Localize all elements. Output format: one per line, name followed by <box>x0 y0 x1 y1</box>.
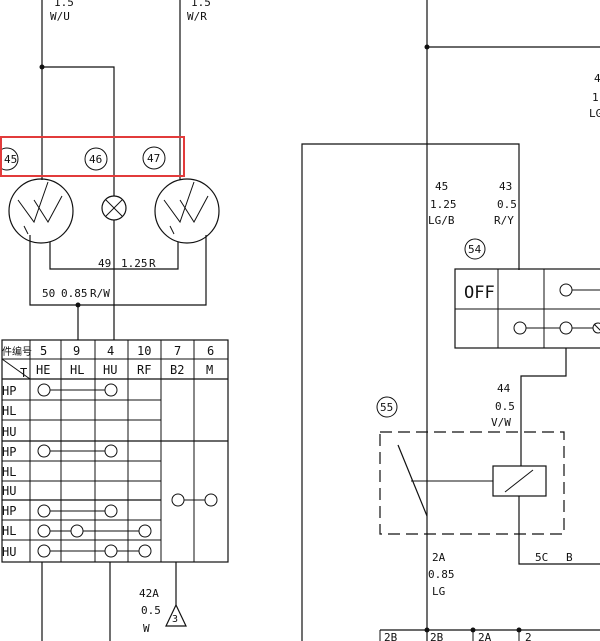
table-corner-top: 件编号 <box>2 345 32 358</box>
top-left-gauge: 1.5 <box>54 0 74 9</box>
table-subheader: HU <box>103 363 117 377</box>
table-row-label: HL <box>2 465 16 479</box>
table-header: 7 <box>174 344 181 358</box>
headlamp-icon <box>154 178 220 244</box>
table-corner-bottom: T <box>20 366 27 380</box>
table-row-label: HP <box>2 504 16 518</box>
wire-44-spec: 0.5 <box>495 400 515 413</box>
top-mid-color: W/R <box>187 10 207 23</box>
table-subheader: B2 <box>170 363 184 377</box>
connector-label: 2A <box>478 631 492 641</box>
wire-42a-spec: 0.5 <box>141 604 161 617</box>
wire-43-spec: 0.5 <box>497 198 517 211</box>
top-right-num: 4 <box>594 72 600 85</box>
wire-5c-color: B <box>566 551 573 564</box>
wire-2a-spec: 0.85 <box>428 568 455 581</box>
connection-row <box>37 544 152 558</box>
table-subheader: HE <box>36 363 50 377</box>
wire-49-color: R <box>149 257 156 270</box>
wire-43-num: 43 <box>499 180 512 193</box>
wire-42a-num: 42A <box>139 587 159 600</box>
wire-49-num: 49 <box>98 257 111 270</box>
lamp-46: 46 <box>84 147 127 221</box>
ground-label: 3 <box>172 614 178 625</box>
connector-label: 2 <box>525 631 532 641</box>
wire-50-color: R/W <box>90 287 110 300</box>
comp-55-badge <box>376 396 398 418</box>
table-row-label: HL <box>2 524 16 538</box>
wire-50-spec: 0.85 <box>61 287 88 300</box>
top-left-color: W/U <box>50 10 70 23</box>
wire-to-indicator <box>42 66 115 196</box>
lamp-47: 47 <box>142 146 220 244</box>
table-row-label: HP <box>2 445 16 459</box>
top-wire-labels: 1.5 W/U 1.5 W/R <box>50 0 211 23</box>
connection-row <box>37 504 118 518</box>
table-header: 4 <box>107 344 114 358</box>
comp-55-label: 55 <box>380 401 393 414</box>
wire-44 <box>520 348 567 466</box>
top-mid-gauge: 1.5 <box>191 0 211 9</box>
headlamp-icon <box>8 178 74 244</box>
table-row-label: HU <box>2 545 16 559</box>
lamp-46-badge <box>84 147 108 171</box>
switch-table: 件编号 T 5 9 4 10 7 6 HE HL HU RF B2 M HP H… <box>1 339 229 563</box>
comp-54-label: 54 <box>468 243 482 256</box>
connection-row <box>37 444 118 458</box>
bottom-connector: 2B 2B 2A 2 <box>379 627 600 641</box>
top-right-color: LG <box>589 107 600 120</box>
wire-49-spec: 1.25 <box>121 257 148 270</box>
table-header: 6 <box>207 344 214 358</box>
wire-5c <box>518 496 600 565</box>
table-subheader: RF <box>137 363 151 377</box>
wire-50-num: 50 <box>42 287 55 300</box>
connector-label: 2B <box>384 631 398 641</box>
table-row-label: HP <box>2 384 16 398</box>
wire-44-color: V/W <box>491 416 511 429</box>
table-header: 9 <box>73 344 80 358</box>
wire-42a-color: W <box>143 622 150 635</box>
wire-45-spec: 1.25 <box>430 198 457 211</box>
wire-43-color: R/Y <box>494 214 514 227</box>
switch-off-label: OFF <box>464 283 495 303</box>
lamp-45: 45 <box>0 147 74 244</box>
connector-label: 2B <box>430 631 444 641</box>
wire-5c-num: 5C <box>535 551 548 564</box>
table-subheader: HL <box>70 363 84 377</box>
wire-45-color: LG/B <box>428 214 455 227</box>
comp-54-badge <box>464 238 486 260</box>
light-switch-54: OFF <box>454 268 600 349</box>
ground-icon <box>165 603 187 627</box>
table-subheader: M <box>206 363 213 377</box>
lamp-45-label: 45 <box>4 153 17 166</box>
wire-45-num: 45 <box>435 180 448 193</box>
highlight-box <box>0 136 185 177</box>
lamp-47-badge <box>142 146 166 170</box>
lamp-45-badge <box>0 147 19 171</box>
connection-b2-m <box>171 493 218 507</box>
connection-row <box>37 383 118 397</box>
wire-43 <box>301 143 520 641</box>
wire-2a-color: LG <box>432 585 445 598</box>
table-header: 5 <box>40 344 47 358</box>
lamp-47-label: 47 <box>147 152 160 165</box>
lamp-46-label: 46 <box>89 153 102 166</box>
table-row-label: HL <box>2 404 16 418</box>
table-row-label: HU <box>2 425 16 439</box>
wire-50 <box>29 235 207 306</box>
table-header: 10 <box>137 344 151 358</box>
relay-55 <box>379 431 565 535</box>
table-row-label: HU <box>2 484 16 498</box>
top-right-gauge: 1. <box>592 91 600 104</box>
wire-2a-num: 2A <box>432 551 446 564</box>
wire-44-num: 44 <box>497 382 511 395</box>
connection-row <box>37 524 152 538</box>
